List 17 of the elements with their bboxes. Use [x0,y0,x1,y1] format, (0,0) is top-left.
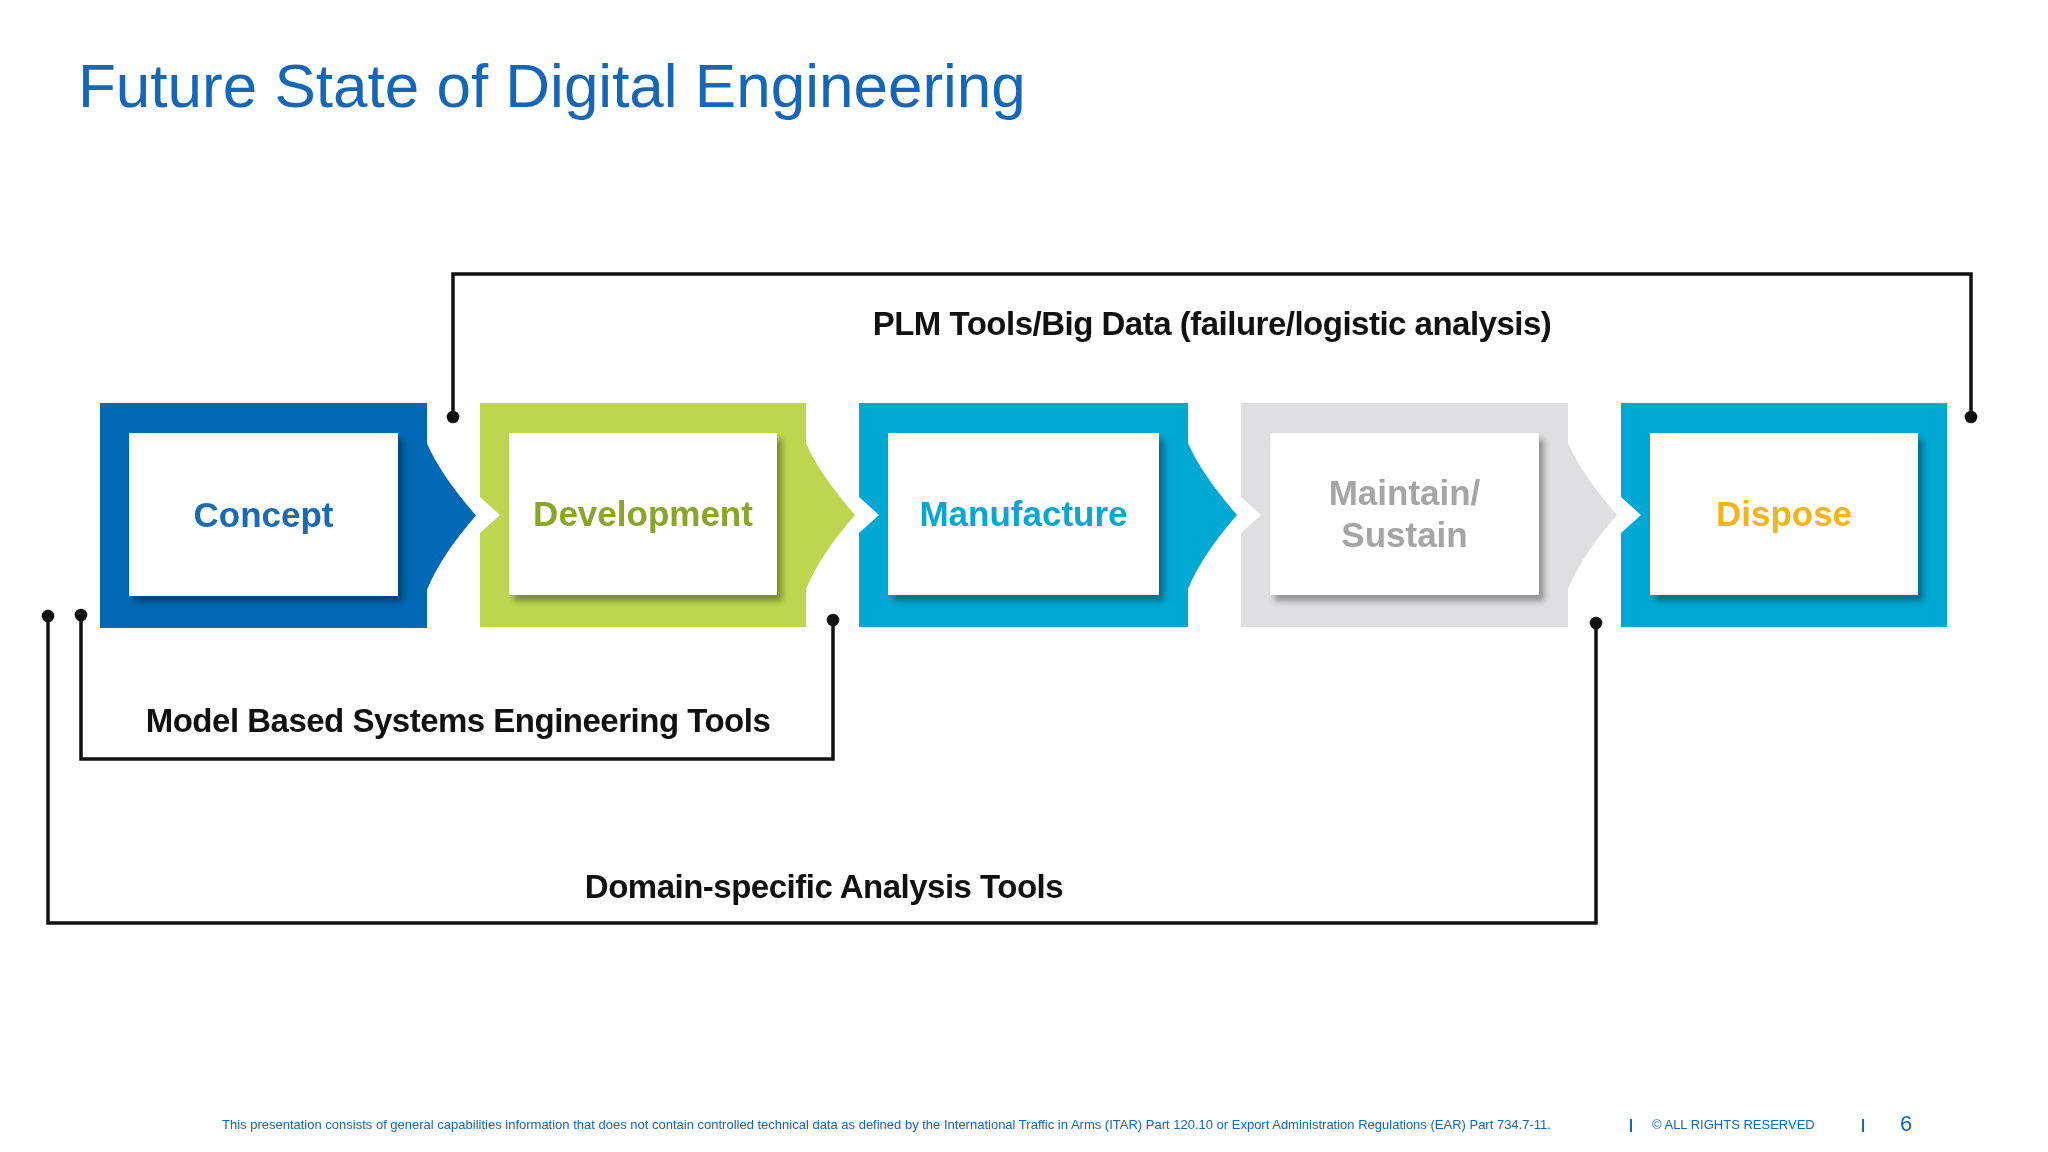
bracket-connector [446,272,1978,424]
stage-label: Dispose [1715,493,1853,535]
bracket-connector [41,609,1603,925]
chevron-arrow [427,443,476,590]
bracket-connector [74,608,840,761]
stage-label: Manufacture [919,493,1128,535]
stage-label: Development [533,493,753,535]
slide-title: Future State of Digital Engineering [78,50,1026,121]
stage-label: Concept [193,493,334,536]
chevron-arrow [1568,443,1617,589]
page-number: 6 [1900,1111,1913,1137]
stage-panel [1621,403,1947,627]
chevron-arrow [806,443,855,589]
stage-label: Maintain/ Sustain [1327,472,1482,556]
chevron-arrow [1188,443,1237,589]
footer-note: © ALL RIGHTS RESERVED [1652,1117,1815,1132]
footer-note: This presentation consists of general capabilities information that does not contain controlled technical data as defined by the International Traffic in Arms (ITAR) Part 120.10 or Export Administration Regulations (EAR) Part 734.7-11. [222,1117,1551,1132]
